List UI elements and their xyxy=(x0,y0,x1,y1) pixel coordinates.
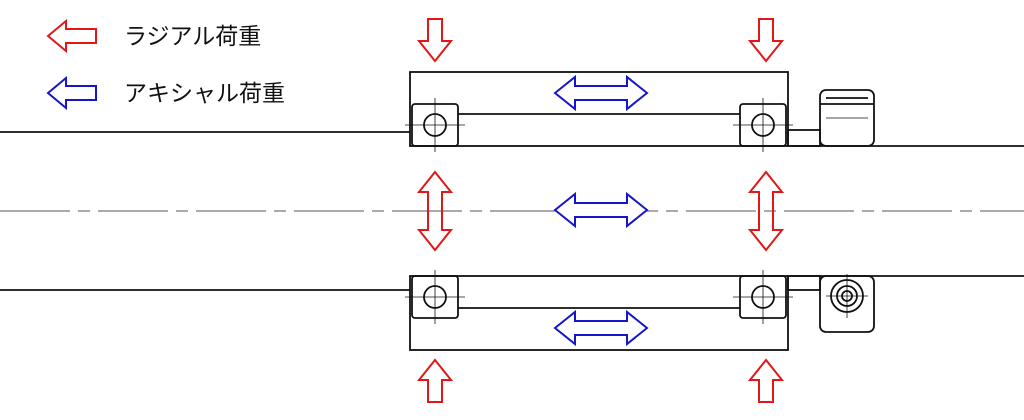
legend-radial-label: ラジアル荷重 xyxy=(124,24,261,50)
legend-axial-label: アキシャル荷重 xyxy=(124,81,285,107)
radial-arrow-icon xyxy=(47,20,97,52)
axial-arrow-bottom xyxy=(554,311,648,345)
axial-load-arrows xyxy=(554,76,648,345)
radial-arrow-bottom-right xyxy=(749,359,783,403)
bearing-centerlines xyxy=(405,98,868,324)
axial-arrow-icon xyxy=(47,77,97,109)
radial-arrow-top-left xyxy=(418,18,452,62)
axial-arrow-top xyxy=(554,76,648,110)
upper-connector xyxy=(787,129,821,147)
upper-motor xyxy=(819,89,875,147)
lower-housing xyxy=(409,275,789,351)
lower-connector xyxy=(787,275,821,291)
axial-arrow-middle xyxy=(554,193,648,227)
radial-arrow-bottom-left xyxy=(418,359,452,403)
radial-arrow-top-right xyxy=(749,18,783,62)
legend-axial: アキシャル荷重 xyxy=(47,77,285,109)
legend: ラジアル荷重 アキシャル荷重 xyxy=(47,20,285,109)
legend-radial: ラジアル荷重 xyxy=(47,20,261,52)
upper-housing xyxy=(409,71,789,147)
